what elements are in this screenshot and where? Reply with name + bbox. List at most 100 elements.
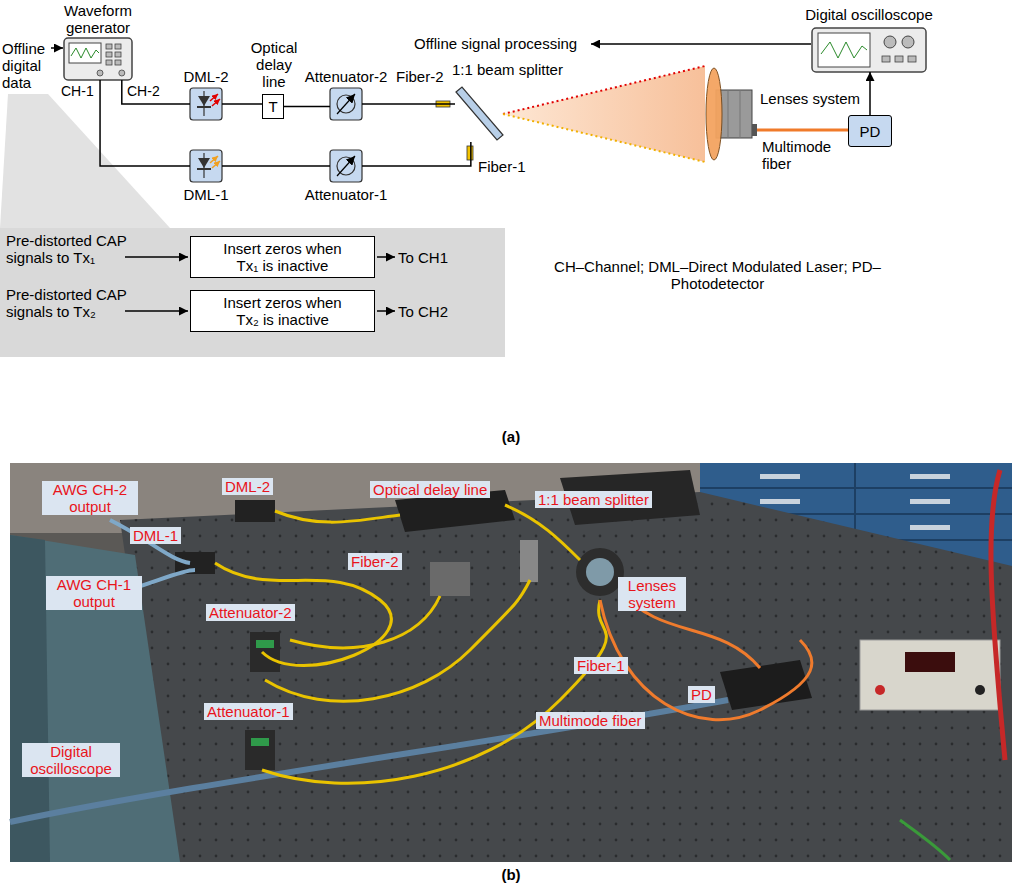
panel-letter: (b) — [491, 866, 531, 883]
photo-callout: AWG CH-2 output — [42, 481, 138, 515]
lab-photo — [860, 640, 1000, 710]
node-heading: 1:1 beam splitter — [452, 61, 572, 78]
oscilloscope-icon — [821, 42, 867, 58]
input-arrow — [51, 47, 63, 49]
oscilloscope-icon — [818, 33, 870, 67]
oscilloscope-icon — [902, 36, 914, 48]
lens-system: Lenses system — [705, 66, 757, 162]
waveform-generator-icon — [115, 44, 121, 49]
node-heading: DML-1 — [171, 186, 241, 203]
photo-callout: Fiber-1 — [574, 657, 628, 674]
lab-photo — [235, 500, 275, 522]
photo-callout: Digital oscilloscope — [22, 743, 120, 777]
laser-diode-icon — [198, 96, 210, 106]
connector-group — [284, 106, 330, 107]
lab-photo — [900, 820, 950, 860]
connector-group — [222, 166, 330, 167]
lens-system-icon — [706, 68, 722, 160]
laser-diode-icon — [210, 94, 218, 101]
lab-photo — [275, 511, 400, 522]
node-heading: Attenuator-1 — [301, 186, 391, 203]
connector-group — [100, 80, 190, 166]
input-arrow — [51, 48, 63, 49]
lab-photo — [120, 492, 1012, 862]
photo-callout: Optical delay line — [370, 481, 490, 498]
node-heading: Lenses system — [760, 90, 870, 107]
laser-source: DML-1 — [190, 150, 222, 182]
lab-photo — [250, 632, 280, 672]
connector-group — [362, 104, 455, 105]
output-arrow — [591, 44, 811, 45]
connector-group — [757, 130, 848, 131]
lab-photo — [910, 499, 950, 504]
box-text: Insert zeros when Tx₁ is inactive — [215, 240, 350, 274]
oscilloscope-icon — [882, 56, 890, 62]
lab-photo — [10, 700, 728, 822]
attenuator-icon — [337, 157, 355, 175]
photo-callout: Attenuator-2 — [206, 604, 295, 621]
lab-photo — [245, 730, 275, 770]
node-heading: Optical delay line — [244, 39, 304, 90]
node-heading: Pre-distorted CAP signals to Tx₂ — [6, 286, 156, 320]
lab-photo — [910, 525, 950, 530]
laser-diode-icon — [212, 161, 220, 168]
attenuator-icon — [330, 150, 362, 182]
lab-photo — [586, 558, 614, 586]
waveform-generator-icon — [115, 52, 121, 57]
waveform-generator: Waveform generator — [64, 38, 132, 80]
photo-callout: PD — [688, 686, 715, 703]
light-beam — [503, 66, 705, 162]
lens-system-icon — [752, 124, 757, 136]
lab-photo — [251, 738, 269, 746]
lab-photo — [520, 540, 538, 582]
oscilloscope-icon — [895, 56, 903, 62]
oscilloscope-icon — [884, 36, 896, 48]
panel-arrow — [377, 256, 395, 258]
connector-group — [362, 142, 471, 166]
laser-diode-icon — [190, 88, 222, 120]
process-box: Insert zeros when Tx₁ is inactive — [190, 236, 375, 278]
node-heading: Pre-distorted CAP signals to Tx₁ — [6, 232, 156, 266]
waveform-generator-icon — [119, 70, 125, 76]
photo-callout: 1:1 beam splitter — [535, 491, 652, 508]
signal-link — [122, 80, 190, 104]
oscilloscope: Digital oscilloscope — [812, 28, 926, 72]
signal-link — [222, 165, 330, 167]
process-box: Insert zeros when Tx₂ is inactive — [190, 290, 375, 332]
laser-diode-icon — [190, 150, 222, 182]
node-heading: Attenuator-2 — [301, 68, 391, 85]
signal-link — [362, 103, 455, 105]
panel-arrow — [377, 310, 395, 312]
laser-source: DML-2 — [190, 88, 222, 120]
input-note: Offline digital data — [2, 40, 52, 91]
waveform-generator-icon — [71, 48, 99, 58]
waveform-generator-icon — [106, 44, 112, 49]
laser-diode-icon — [212, 99, 220, 106]
offline-panel — [0, 228, 505, 357]
lab-photo — [875, 685, 885, 695]
attenuator-icon — [330, 88, 362, 120]
node-heading: DML-2 — [171, 68, 241, 85]
attenuator-icon — [337, 156, 355, 176]
waveform-generator-icon — [106, 52, 112, 57]
channel-label: CH-1 — [61, 83, 94, 100]
photo-callout: Fiber-2 — [348, 553, 402, 570]
offline-processing-panel: Pre-distorted CAP signals to Tx₁ Pre-dist… — [0, 228, 505, 357]
lab-photo — [120, 492, 1012, 862]
fiber-connector — [467, 146, 473, 160]
waveform-generator-icon — [97, 70, 103, 76]
fiber-label: Fiber-1 — [478, 158, 526, 175]
lab-photo — [600, 600, 812, 720]
waveform-generator-icon — [64, 38, 132, 80]
lab-photo — [991, 470, 1005, 760]
signal-link — [362, 142, 471, 166]
signal-link — [284, 106, 330, 108]
photo-callout: AWG CH-1 output — [46, 576, 142, 610]
fiber-label: Multimode fiber — [762, 138, 842, 172]
attenuator-icon — [330, 150, 362, 182]
attenuator: Attenuator-2 — [330, 88, 362, 120]
laser-diode-icon — [198, 158, 210, 168]
lab-photo — [430, 562, 470, 596]
